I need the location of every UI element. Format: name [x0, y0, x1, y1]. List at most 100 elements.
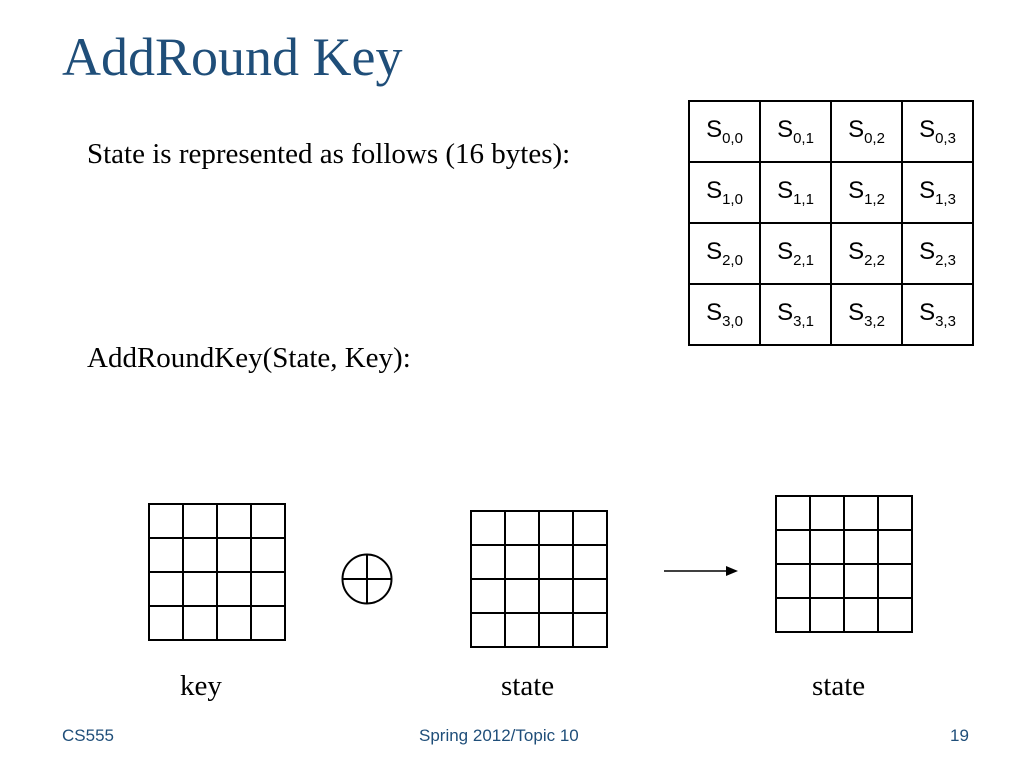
- state-cell-index: 0,1: [793, 129, 814, 147]
- grid-cell: [217, 538, 251, 572]
- state-cell-letter: S: [848, 177, 865, 205]
- state-cell-letter: S: [706, 299, 723, 327]
- grid-cell: [505, 613, 539, 647]
- grid-cell: [776, 598, 810, 632]
- state-cell-index: 3,2: [864, 312, 885, 330]
- grid-cell: [573, 579, 607, 613]
- state-table-cell: S0,0: [688, 100, 761, 163]
- result-state-grid: [775, 495, 913, 633]
- grid-cell: [776, 530, 810, 564]
- state-cell-index: 1,3: [935, 190, 956, 208]
- grid-cell: [878, 564, 912, 598]
- state-cell-letter: S: [777, 299, 794, 327]
- state-table-cell: S3,3: [901, 283, 974, 346]
- grid-cell: [776, 564, 810, 598]
- state-cell-index: 2,0: [722, 251, 743, 269]
- grid-cell: [810, 496, 844, 530]
- state-cell-index: 1,0: [722, 190, 743, 208]
- grid-cell: [149, 572, 183, 606]
- state-table-cell: S1,0: [688, 161, 761, 224]
- state-cell-letter: S: [919, 177, 936, 205]
- state-cell-index: 2,1: [793, 251, 814, 269]
- state-cell-letter: S: [919, 116, 936, 144]
- grid-cell: [539, 545, 573, 579]
- grid-cell: [149, 504, 183, 538]
- state-cell-index: 2,2: [864, 251, 885, 269]
- state-table-cell: S0,3: [901, 100, 974, 163]
- key-label: key: [180, 670, 222, 702]
- grid-cell: [539, 511, 573, 545]
- grid-cell: [183, 606, 217, 640]
- grid-cell: [573, 511, 607, 545]
- state-cell-letter: S: [848, 116, 865, 144]
- state-cell-letter: S: [706, 116, 723, 144]
- key-grid: [148, 503, 286, 641]
- grid-cell: [251, 572, 285, 606]
- grid-cell: [878, 598, 912, 632]
- grid-cell: [810, 598, 844, 632]
- state-table-cell: S0,2: [830, 100, 903, 163]
- grid-cell: [810, 564, 844, 598]
- state-cell-letter: S: [919, 299, 936, 327]
- footer-course: CS555: [62, 726, 114, 745]
- state-table-cell: S2,2: [830, 222, 903, 285]
- state-table-cell: S2,3: [901, 222, 974, 285]
- state-cell-letter: S: [777, 238, 794, 266]
- state-cell-index: 3,1: [793, 312, 814, 330]
- grid-cell: [471, 579, 505, 613]
- state-cell-index: 3,3: [935, 312, 956, 330]
- state-table-cell: S3,1: [759, 283, 832, 346]
- grid-cell: [251, 538, 285, 572]
- grid-cell: [471, 511, 505, 545]
- state-cell-index: 1,2: [864, 190, 885, 208]
- state-cell-index: 1,1: [793, 190, 814, 208]
- state-table-cell: S1,3: [901, 161, 974, 224]
- slide-title: AddRound Key: [62, 27, 403, 87]
- grid-cell: [149, 538, 183, 572]
- grid-cell: [776, 496, 810, 530]
- grid-cell: [217, 572, 251, 606]
- state-table-cell: S3,2: [830, 283, 903, 346]
- state-table-cell: S2,0: [688, 222, 761, 285]
- state-cell-index: 2,3: [935, 251, 956, 269]
- state-table-cell: S1,2: [830, 161, 903, 224]
- grid-cell: [505, 545, 539, 579]
- state-table-cell: S1,1: [759, 161, 832, 224]
- state-label: state: [501, 670, 555, 702]
- state-table-cell: S3,0: [688, 283, 761, 346]
- grid-cell: [539, 579, 573, 613]
- grid-cell: [183, 572, 217, 606]
- grid-cell: [878, 530, 912, 564]
- grid-cell: [505, 511, 539, 545]
- state-cell-letter: S: [848, 238, 865, 266]
- state-cell-letter: S: [706, 177, 723, 205]
- grid-cell: [505, 579, 539, 613]
- grid-cell: [539, 613, 573, 647]
- grid-cell: [810, 530, 844, 564]
- state-cell-index: 3,0: [722, 312, 743, 330]
- state-description: State is represented as follows (16 byte…: [87, 138, 571, 170]
- grid-cell: [573, 613, 607, 647]
- state-cell-index: 0,2: [864, 129, 885, 147]
- grid-cell: [183, 538, 217, 572]
- grid-cell: [471, 613, 505, 647]
- footer-term: Spring 2012/Topic 10: [419, 726, 579, 745]
- state-table-cell: S0,1: [759, 100, 832, 163]
- grid-cell: [251, 606, 285, 640]
- grid-cell: [844, 496, 878, 530]
- grid-cell: [844, 530, 878, 564]
- state-cell-letter: S: [706, 238, 723, 266]
- xor-circle-plus-icon: [341, 553, 393, 605]
- grid-cell: [217, 504, 251, 538]
- state-cell-letter: S: [919, 238, 936, 266]
- state-grid: [470, 510, 608, 648]
- addroundkey-signature: AddRoundKey(State, Key):: [87, 342, 411, 374]
- result-state-label: state: [812, 670, 866, 702]
- right-arrow-icon: [664, 566, 738, 576]
- state-table-cell: S2,1: [759, 222, 832, 285]
